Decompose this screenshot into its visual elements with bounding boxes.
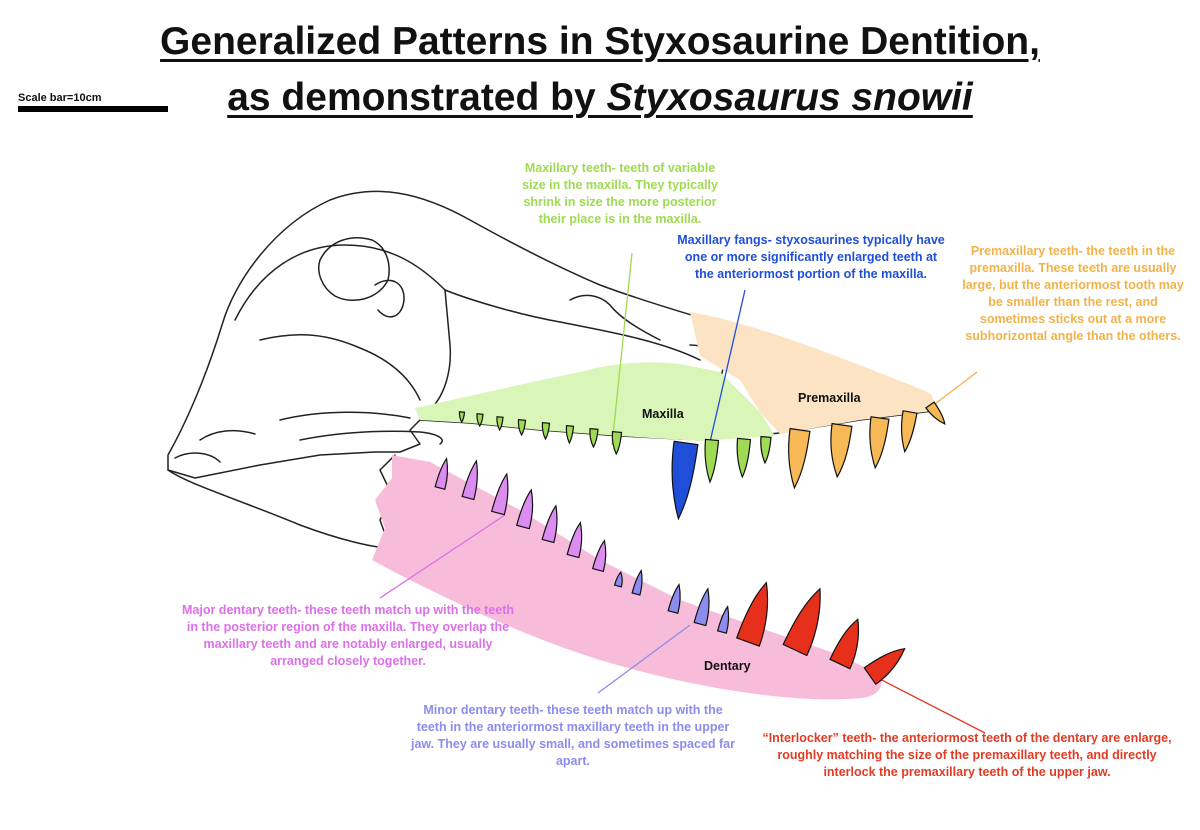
title-prefix: as demonstrated by xyxy=(227,76,607,119)
maxillary-tooth xyxy=(565,425,575,445)
cranium-outline xyxy=(167,190,934,479)
major-dentary-tooth xyxy=(566,521,583,559)
articular-line xyxy=(299,430,443,445)
major-dentary-leader xyxy=(379,514,506,599)
maxillary-tooth xyxy=(704,438,720,484)
minor-dentary-tooth xyxy=(613,571,623,588)
major-dentary-tooth xyxy=(541,504,558,544)
dentary-label: Dentary xyxy=(704,659,751,673)
major-dentary-tooth xyxy=(490,472,509,516)
premaxillary-tooth xyxy=(788,427,811,490)
premaxilla-region xyxy=(690,312,934,434)
jaw-joint-outline xyxy=(167,454,396,549)
scale-bar xyxy=(18,106,168,112)
maxilla-region xyxy=(415,362,775,441)
quadratojugal-line xyxy=(429,289,452,411)
minor-dentary-tooth xyxy=(693,587,710,627)
occipital-line xyxy=(199,429,256,441)
maxillary-tooth xyxy=(496,416,504,432)
orbit-outline xyxy=(318,237,390,302)
premaxilla-label: Premaxilla xyxy=(798,391,862,405)
major-dentary-tooth xyxy=(434,457,449,491)
major-dentary-tooth xyxy=(591,539,607,573)
maxillary-tooth xyxy=(541,422,551,441)
minor-dentary-leader xyxy=(597,624,691,694)
major-dentary-note: Major dentary teeth- these teeth match u… xyxy=(182,603,514,668)
prefrontal-line xyxy=(569,294,661,341)
premaxillary-tooth xyxy=(869,416,890,470)
condyle-line xyxy=(174,452,221,463)
maxillary-fang xyxy=(671,440,699,521)
postorbital xyxy=(374,279,405,318)
premaxillary-teeth-note: Premaxillary teeth- the teeth in the pre… xyxy=(962,244,1184,343)
maxilla-label: Maxilla xyxy=(642,407,685,421)
teeth-group xyxy=(434,401,946,686)
title-line-1: Generalized Patterns in Styxosaurine Den… xyxy=(160,20,1040,63)
premaxillary-tooth xyxy=(925,401,946,425)
jugal-line xyxy=(444,289,701,361)
major-dentary-tooth xyxy=(515,488,534,530)
minor-dentary-tooth xyxy=(667,583,681,615)
minor-dentary-tooth xyxy=(631,569,643,596)
maxillary-tooth xyxy=(517,419,527,437)
premaxillary-teeth-leader xyxy=(934,371,978,405)
interlocker-note: “Interlocker” teeth- the anteriormost te… xyxy=(762,731,1172,779)
maxillary-tooth xyxy=(736,437,752,479)
maxillary-tooth xyxy=(589,428,599,449)
lower-temporal-line xyxy=(259,333,421,401)
maxillary-teeth-leader xyxy=(611,252,633,446)
skull-outline xyxy=(167,190,934,549)
interlocker-tooth xyxy=(863,647,906,686)
minor-dentary-note: Minor dentary teeth- these teeth match u… xyxy=(411,703,735,768)
interlocker-leader xyxy=(871,674,986,734)
premaxillary-tooth xyxy=(830,422,853,479)
premaxillary-tooth xyxy=(901,410,918,454)
temporal-arch xyxy=(234,244,446,321)
maxillary-tooth xyxy=(476,413,484,428)
minor-dentary-tooth xyxy=(716,605,730,634)
maxillary-fangs-note: Maxillary fangs- styxosaurines typically… xyxy=(677,233,945,281)
title-line-2: as demonstrated by Styxosaurus snowii xyxy=(0,76,1200,120)
maxillary-fangs-leader xyxy=(706,289,746,456)
maxillary-teeth-note: Maxillary teeth- teeth of variable size … xyxy=(522,161,718,226)
interlocker-tooth xyxy=(735,581,769,647)
quadrate-line xyxy=(279,411,411,421)
maxillary-tooth xyxy=(611,430,623,456)
interlocker-tooth xyxy=(782,587,821,657)
title-species: Styxosaurus snowii xyxy=(606,76,973,119)
scale-bar-label: Scale bar=10cm xyxy=(18,92,102,104)
maxillary-tooth xyxy=(458,411,466,424)
major-dentary-tooth xyxy=(461,459,478,501)
interlocker-tooth xyxy=(829,618,860,670)
maxillary-tooth xyxy=(760,435,772,465)
